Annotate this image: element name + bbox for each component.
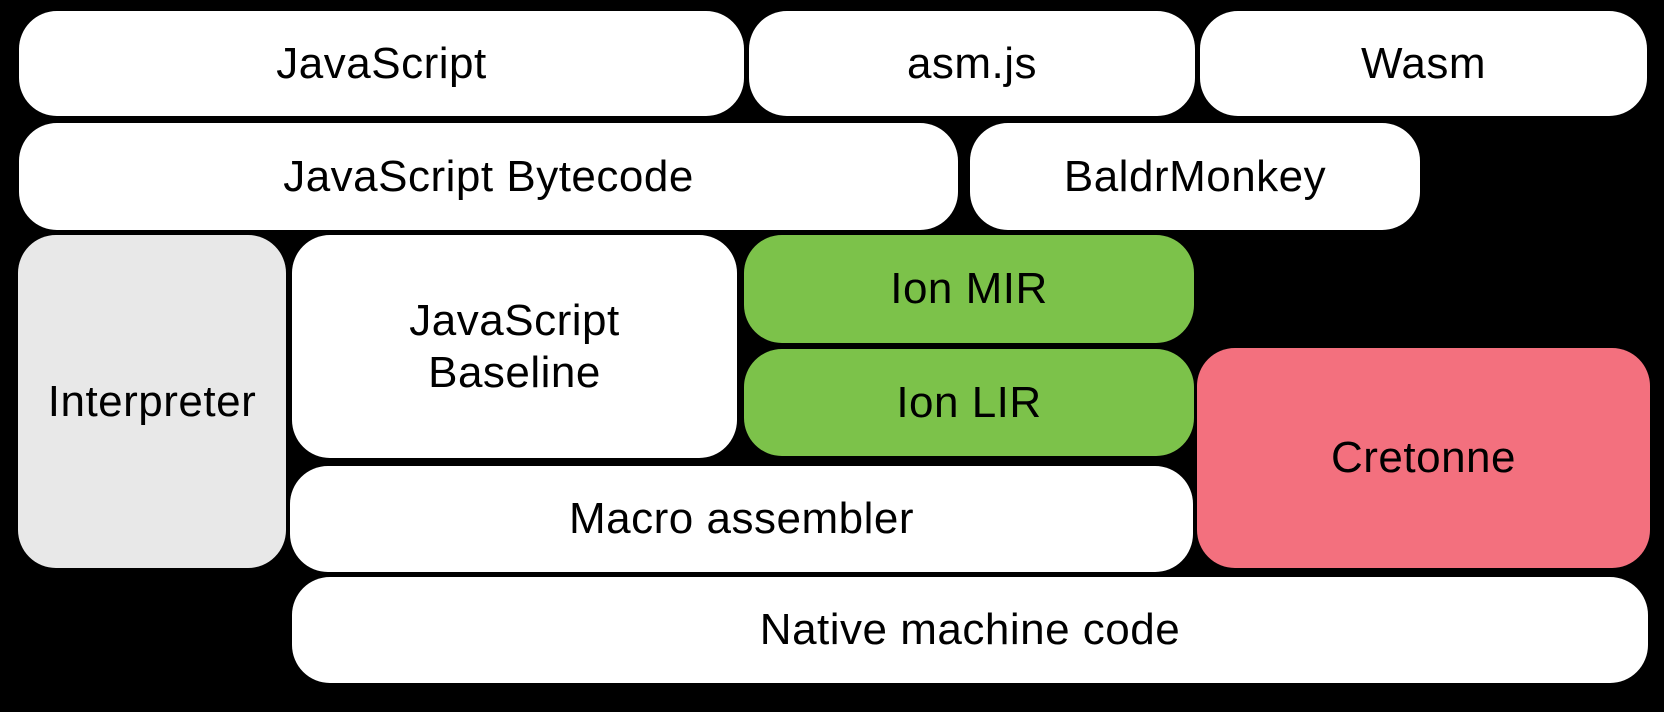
box-ion-mir: Ion MIR [744, 235, 1194, 343]
box-baldrmonkey-label: BaldrMonkey [1063, 151, 1327, 201]
box-baldrmonkey: BaldrMonkey [970, 123, 1420, 230]
box-ion-lir: Ion LIR [744, 349, 1194, 456]
box-javascript-baseline-label: JavaScript Baseline [409, 295, 620, 397]
box-macro-assembler: Macro assembler [290, 466, 1193, 572]
box-asmjs-label: asm.js [906, 38, 1038, 88]
box-interpreter-label: Interpreter [47, 376, 257, 426]
box-javascript-baseline: JavaScript Baseline [292, 235, 737, 458]
box-ion-lir-label: Ion LIR [896, 377, 1042, 427]
box-macro-assembler-label: Macro assembler [569, 494, 914, 544]
box-native-machine-code-label: Native machine code [759, 605, 1181, 655]
box-cretonne: Cretonne [1197, 348, 1650, 568]
box-javascript: JavaScript [19, 11, 744, 116]
box-asmjs: asm.js [749, 11, 1195, 116]
box-javascript-label: JavaScript [276, 38, 487, 88]
box-javascript-bytecode: JavaScript Bytecode [19, 123, 958, 230]
box-ion-mir-label: Ion MIR [890, 264, 1048, 314]
box-javascript-bytecode-label: JavaScript Bytecode [283, 151, 694, 201]
box-native-machine-code: Native machine code [292, 577, 1648, 683]
box-wasm-label: Wasm [1360, 38, 1487, 88]
box-wasm: Wasm [1200, 11, 1647, 116]
box-cretonne-label: Cretonne [1330, 433, 1516, 483]
box-interpreter: Interpreter [18, 235, 286, 568]
